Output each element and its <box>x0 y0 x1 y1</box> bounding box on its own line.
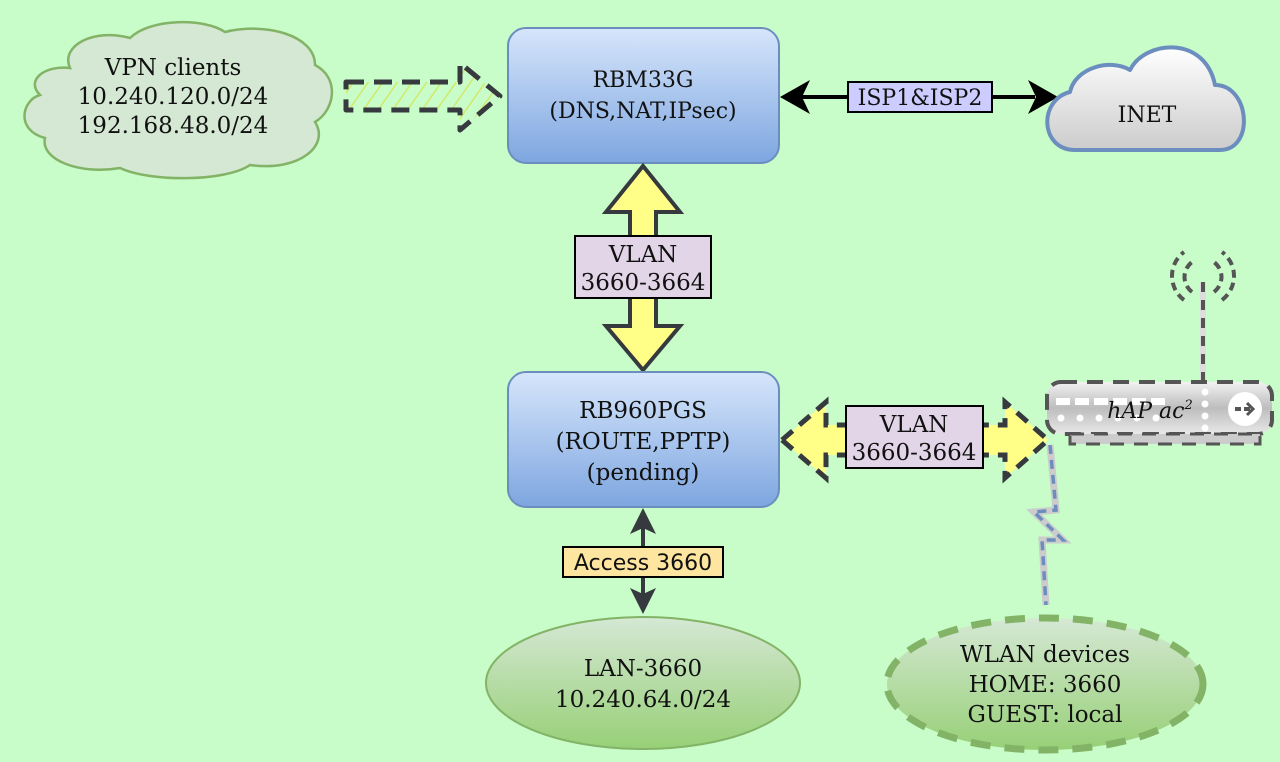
wlan-guest-vlan: GUEST: local <box>967 702 1122 728</box>
wireless-link <box>1026 444 1072 606</box>
access-arrowhead-up <box>630 508 656 534</box>
access-link-label: Access 3660 <box>574 551 712 576</box>
hap-ac2-device[interactable]: hAP ac2 <box>1045 250 1274 446</box>
rb960pgs-router[interactable]: RB960PGS (ROUTE,PPTP) (pending) <box>507 371 780 508</box>
rbm33g-roles: (DNS,NAT,IPsec) <box>549 99 736 124</box>
rb960pgs-roles: (ROUTE,PPTP) <box>556 429 731 455</box>
core-trunk-link: VLAN 3660-3664 <box>574 162 712 374</box>
lan-3660-network[interactable]: LAN-3660 10.240.64.0/24 <box>485 616 801 750</box>
hap-label-superscript: 2 <box>1184 398 1193 413</box>
isp-link: ISP1&ISP2 <box>780 80 1058 114</box>
lan-subnet: 10.240.64.0/24 <box>555 687 731 713</box>
isp-link-label: ISP1&ISP2 <box>858 86 983 111</box>
isp-arrowhead-left <box>780 80 810 114</box>
ethernet-ports-icon <box>1056 388 1209 432</box>
core-trunk-label-line-1: VLAN <box>608 242 678 268</box>
ap-trunk-label-line-2: 3660-3664 <box>852 440 977 466</box>
rb960pgs-status: (pending) <box>587 460 700 486</box>
vpn-clients-subnet-2: 192.168.48.0/24 <box>78 113 269 139</box>
vpn-clients-cloud: VPN clients 10.240.120.0/24 192.168.48.0… <box>23 20 334 180</box>
rbm33g-name: RBM33G <box>593 68 694 93</box>
isp-arrowhead-right <box>1028 80 1058 114</box>
rb960pgs-name: RB960PGS <box>579 398 707 424</box>
ap-trunk-label-line-1: VLAN <box>879 412 949 438</box>
core-trunk-label-line-2: 3660-3664 <box>581 270 706 296</box>
inet-cloud[interactable]: INET <box>1045 45 1246 152</box>
wifi-waves-icon <box>1170 250 1236 302</box>
access-link: Access 3660 <box>562 508 724 614</box>
vpn-clients-subnet-1: 10.240.120.0/24 <box>78 84 269 110</box>
inet-label: INET <box>1118 103 1177 128</box>
svg-text:hAP ac2: hAP ac2 <box>1107 398 1193 424</box>
ap-trunk-link: VLAN 3660-3664 <box>778 396 1052 484</box>
vpn-link-arrow <box>343 60 503 133</box>
lan-name: LAN-3660 <box>584 656 702 682</box>
wlan-devices-network[interactable]: WLAN devices HOME: 3660 GUEST: local <box>883 614 1207 754</box>
arrow-right-icon <box>1228 392 1262 426</box>
access-arrowhead-down <box>630 588 656 614</box>
wlan-home-vlan: HOME: 3660 <box>969 672 1122 698</box>
wlan-title: WLAN devices <box>960 642 1130 668</box>
vpn-clients-title: VPN clients <box>104 55 242 81</box>
hap-label: hAP ac <box>1107 399 1184 424</box>
vpn-clients-cloud-shape <box>23 20 334 180</box>
rbm33g-router[interactable]: RBM33G (DNS,NAT,IPsec) <box>507 27 780 164</box>
